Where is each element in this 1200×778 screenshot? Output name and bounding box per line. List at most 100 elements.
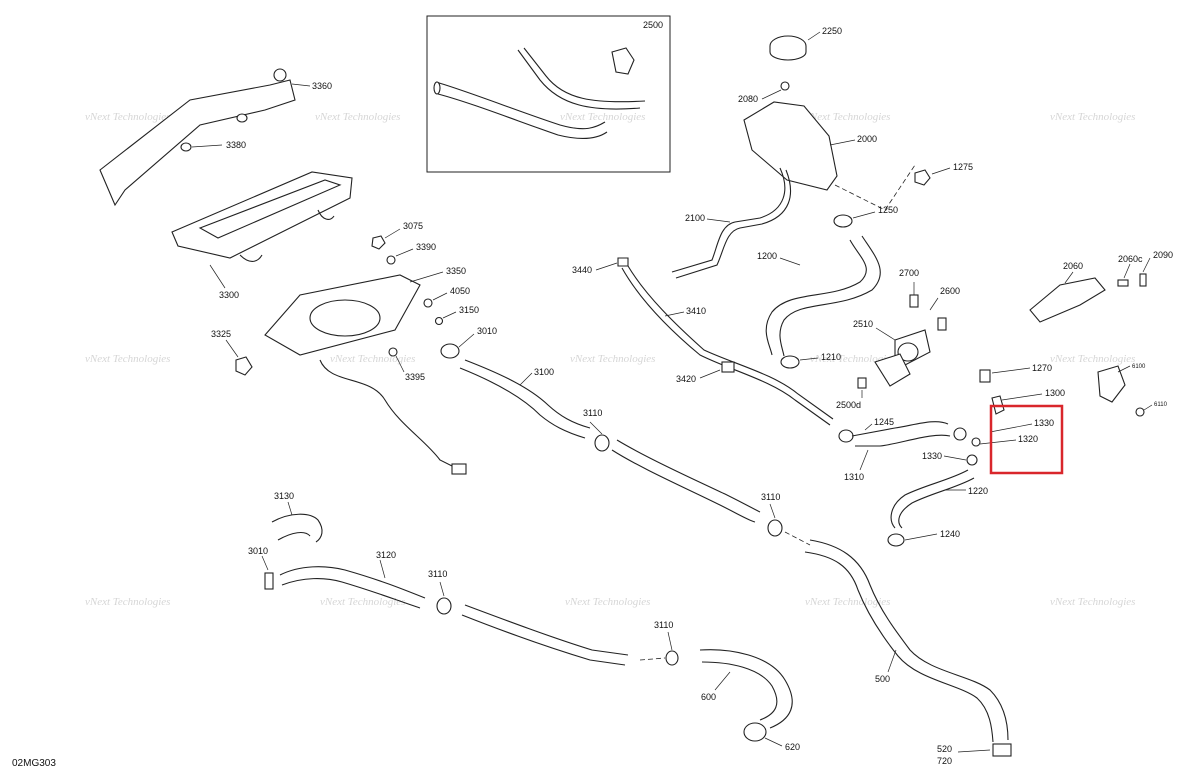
coolant-pipe: [611, 449, 756, 523]
highlight-box: [989, 404, 1064, 475]
part-label-620: 620: [785, 742, 800, 752]
watermark: vNext Technologies: [565, 596, 650, 608]
leader-line: [1064, 271, 1074, 284]
radiator-outlet: [239, 254, 263, 262]
fitting-3440: [617, 257, 629, 267]
hose-1200: [765, 239, 867, 356]
screw-3150: [434, 316, 444, 326]
bolt-2700: [909, 294, 919, 308]
hose-3120-edge: [281, 578, 421, 609]
clamp-1330: [953, 427, 967, 441]
clamp-1210: [780, 355, 800, 369]
part-label-2080: 2080: [738, 94, 758, 104]
hose-600-edge: [701, 661, 778, 721]
fan-harness: [319, 359, 461, 471]
part-label-3350: 3350: [446, 266, 466, 276]
leader-line: [989, 423, 1033, 433]
part-label-2100: 2100: [685, 213, 705, 223]
hose-3410-group: 3440 3410 3420: [572, 257, 834, 426]
thermostat-2510: [897, 342, 919, 362]
grommet-3380: [180, 142, 192, 152]
hose-2100-group: 2100: [671, 167, 791, 279]
leader-line: [595, 262, 618, 271]
part-label-3130: 3130: [274, 491, 294, 501]
leader-line: [931, 167, 951, 175]
part-label-500: 500: [875, 674, 890, 684]
watermark: vNext Technologies: [1050, 111, 1135, 123]
coolant-pipe-edge: [616, 439, 761, 513]
watermark: vNext Technologies: [85, 353, 170, 365]
part-label-2500d: 2500d: [836, 400, 861, 410]
leader-line: [191, 144, 223, 148]
part-label-3010: 3010: [248, 546, 268, 556]
clamp-3010: [440, 343, 460, 359]
leader-line: [1142, 257, 1151, 273]
hose-1220-edge: [898, 477, 975, 529]
part-label-3420: 3420: [676, 374, 696, 384]
clip-3325: [235, 356, 253, 376]
hose-3100: [459, 367, 586, 439]
leader-line: [769, 503, 776, 519]
part-label-2060: 2060: [1063, 261, 1083, 271]
watermark: vNext Technologies: [85, 111, 170, 123]
part-label-3010: 3010: [477, 326, 497, 336]
radiator-inlet: [317, 209, 335, 220]
leader-line: [1123, 263, 1131, 279]
clamp-1240: [887, 533, 905, 547]
leader-line: [667, 631, 673, 651]
part-label-2090: 2090: [1153, 250, 1173, 260]
tube-2500-upper-edge: [523, 47, 646, 103]
bolt-2600: [937, 317, 947, 331]
hose-3100-group: 3010 3100 3110: [440, 326, 610, 452]
part-label-1245: 1245: [874, 417, 894, 427]
nut-1275: [914, 169, 931, 186]
hose-3120: [279, 566, 426, 599]
leader-line: [589, 421, 603, 435]
part-label-1275: 1275: [953, 162, 973, 172]
sensor-1270: [979, 369, 991, 383]
leader-line: [779, 257, 801, 266]
hose-3130-edge: [277, 531, 311, 541]
watermark: vNext Technologies: [805, 596, 890, 608]
part-label-3395: 3395: [405, 372, 425, 382]
leader-line: [432, 292, 448, 301]
part-label-3075: 3075: [403, 221, 423, 231]
hose-2100-edge: [675, 169, 791, 279]
bracket-2500: [611, 47, 635, 75]
part-label-3380: 3380: [226, 140, 246, 150]
watermark: vNext Technologies: [560, 111, 645, 123]
hose-600: [699, 649, 793, 729]
hose-1220: [890, 469, 969, 529]
part-label-1300: 1300: [1045, 388, 1065, 398]
part-label-2250: 2250: [822, 26, 842, 36]
hose-3410: [621, 267, 831, 426]
part-label-720: 720: [937, 756, 952, 766]
leader-line: [875, 327, 896, 341]
leader-line: [209, 264, 226, 289]
leader-line: [904, 533, 938, 541]
screw-2090: [1139, 273, 1147, 287]
hose-1220-group: 1220 1240: [887, 469, 988, 547]
leader-line: [761, 89, 782, 100]
hose-1310: [851, 421, 949, 437]
hose-3130: [271, 513, 323, 543]
pressure-cap-2250: [769, 35, 807, 61]
leader-line: [1001, 393, 1043, 401]
clamp-3110: [594, 434, 610, 452]
leader-line: [957, 749, 991, 753]
fan-group: 3075 3390 3350 4050 3150 3325 3395: [211, 221, 479, 475]
part-label-3110: 3110: [428, 569, 447, 579]
grommet-3380: [236, 113, 248, 123]
part-label-2060c: 2060c: [1118, 254, 1143, 264]
leader-line: [887, 649, 897, 673]
fan-connector: [451, 463, 467, 475]
part-label-1330: 1330: [922, 451, 942, 461]
clamp-1245: [838, 429, 854, 443]
coolant-tank-group: 2250 2080 2000 1275 1250: [738, 26, 973, 228]
part-label-1330: 1330: [1034, 418, 1054, 428]
part-label-1320: 1320: [1018, 434, 1038, 444]
clamp-1330: [966, 454, 978, 466]
grommet-4050: [423, 298, 433, 308]
watermark: vNext Technologies: [1050, 353, 1135, 365]
